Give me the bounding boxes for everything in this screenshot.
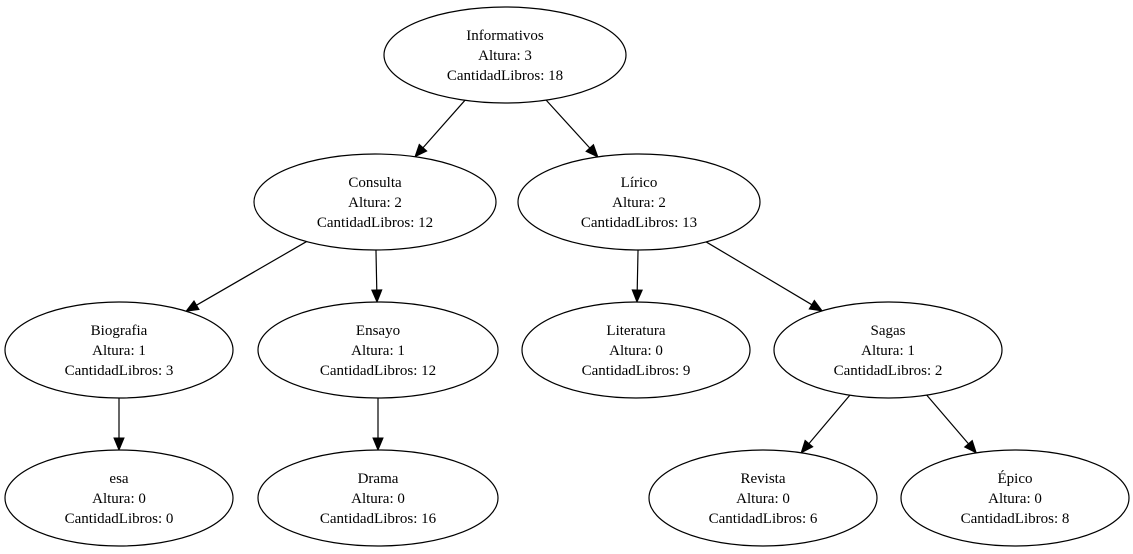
node-height: Altura: 2 (348, 195, 402, 211)
node-ellipse (253, 153, 497, 251)
edge-sagas-revista (800, 394, 851, 454)
edge-line (375, 249, 378, 291)
node-height: Altura: 0 (92, 491, 146, 507)
edge-biografia-esa (113, 398, 125, 452)
arrow-head-icon (371, 289, 383, 304)
node-height: Altura: 1 (351, 343, 405, 359)
node-ellipse (648, 449, 878, 547)
arrow-head-icon (585, 143, 599, 158)
node-title: Consulta (348, 175, 402, 191)
arrow-head-icon (113, 437, 125, 452)
node-count: CantidadLibros: 9 (582, 363, 691, 379)
node-height: Altura: 0 (609, 343, 663, 359)
edge-line (545, 99, 591, 149)
node-title: Informativos (466, 28, 544, 44)
node-count: CantidadLibros: 18 (447, 68, 563, 84)
edge-informativos-lirico (545, 99, 599, 158)
node-count: CantidadLibros: 12 (317, 215, 433, 231)
edge-consulta-ensayo (371, 249, 383, 304)
edge-sagas-epico (926, 394, 978, 454)
node-title: Literatura (606, 323, 665, 339)
edge-lirico-sagas (705, 241, 824, 312)
node-title: Biografia (91, 323, 148, 339)
arrow-head-icon (808, 299, 824, 312)
node-ellipse (257, 301, 499, 399)
edge-ensayo-drama (372, 398, 384, 452)
edge-lirico-literatura (631, 249, 643, 304)
node-ellipse (900, 449, 1130, 547)
node-height: Altura: 0 (988, 491, 1042, 507)
node-title: esa (109, 471, 128, 487)
node-count: CantidadLibros: 3 (65, 363, 174, 379)
edge-informativos-consulta (414, 99, 466, 158)
node-height: Altura: 0 (351, 491, 405, 507)
arrow-head-icon (372, 437, 384, 452)
edge-consulta-biografia (184, 241, 307, 312)
edge-line (196, 241, 307, 306)
node-ellipse (517, 153, 761, 251)
node-height: Altura: 1 (861, 343, 915, 359)
node-ellipse (383, 6, 627, 104)
node-ellipse (257, 449, 499, 547)
node-title: Revista (741, 471, 786, 487)
node-height: Altura: 1 (92, 343, 146, 359)
arrow-head-icon (963, 439, 978, 454)
node-count: CantidadLibros: 12 (320, 363, 436, 379)
arrow-head-icon (414, 143, 428, 158)
node-count: CantidadLibros: 8 (961, 511, 1070, 527)
node-ellipse (4, 301, 234, 399)
node-title: Épico (998, 470, 1033, 487)
node-title: Sagas (871, 323, 906, 339)
node-count: CantidadLibros: 16 (320, 511, 437, 527)
node-height: Altura: 2 (612, 195, 666, 211)
edge-line (636, 249, 639, 291)
node-ellipse (773, 301, 1003, 399)
arrow-head-icon (184, 299, 200, 312)
node-title: Drama (358, 471, 399, 487)
node-title: Ensayo (356, 323, 400, 339)
node-count: CantidadLibros: 13 (581, 215, 697, 231)
edges-layer (113, 99, 978, 454)
node-height: Altura: 3 (478, 48, 532, 64)
node-count: CantidadLibros: 0 (65, 511, 174, 527)
node-count: CantidadLibros: 6 (709, 511, 818, 527)
node-count: CantidadLibros: 2 (834, 363, 943, 379)
edge-line (705, 241, 813, 306)
node-title: Lírico (621, 175, 658, 191)
node-ellipse (4, 449, 234, 547)
node-height: Altura: 0 (736, 491, 790, 507)
edge-line (926, 394, 969, 445)
arrow-head-icon (800, 439, 814, 454)
edge-line (422, 99, 466, 149)
arrow-head-icon (631, 289, 643, 304)
edge-line (808, 394, 851, 444)
node-ellipse (521, 301, 751, 399)
